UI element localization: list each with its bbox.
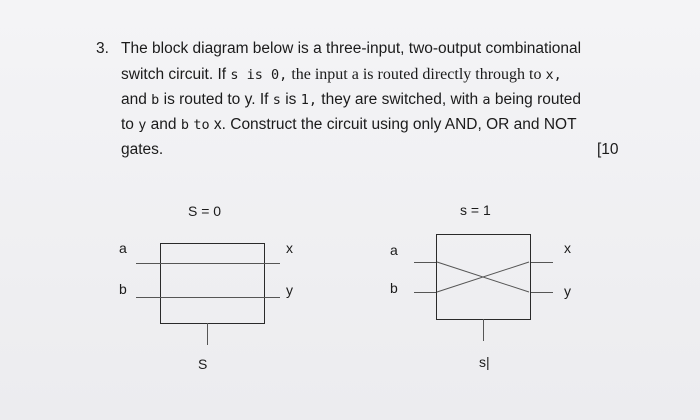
output-y-label: y (286, 282, 293, 298)
question-line-5: gates. (121, 141, 163, 159)
text-segment: switch circuit. If (121, 66, 231, 83)
text-segment: and (146, 116, 181, 133)
wire-a-in (414, 262, 436, 263)
select-label: s| (479, 354, 490, 370)
wire-a (136, 263, 280, 264)
var-s: s (230, 67, 239, 83)
crossed-wire-b-to-x (436, 261, 530, 293)
output-x-label: x (286, 240, 293, 256)
var-x: x, (545, 67, 562, 83)
output-y-label: y (564, 283, 571, 299)
select-label: S (198, 356, 208, 372)
text-segment: is routed to y. If (159, 91, 273, 108)
text-segment: is (238, 67, 272, 83)
question-text: The block diagram below is a three-input… (121, 40, 582, 57)
text-segment: the input a is routed directly through t… (287, 66, 546, 83)
input-a-label: a (390, 242, 398, 258)
text-segment: is (280, 91, 301, 108)
text-segment: gates. (121, 141, 164, 158)
var-b: b (180, 117, 189, 133)
var-a: a (482, 92, 491, 108)
question-line-2: switch circuit. If s is 0, the input a i… (121, 66, 562, 84)
var-y: y (138, 117, 147, 133)
question-line-3: and b is routed to y. If s is 1, they ar… (121, 91, 581, 109)
word-to: to (193, 117, 210, 133)
wire-y-out (531, 292, 553, 293)
input-b-label: b (119, 281, 127, 297)
value-zero: 0, (271, 67, 288, 83)
text-segment: they are switched, with (316, 91, 483, 108)
diagram-title: S = 0 (188, 203, 222, 219)
value-one: 1, (300, 92, 317, 108)
input-b-label: b (390, 280, 398, 296)
output-x-label: x (564, 240, 571, 256)
wire-select (483, 319, 484, 341)
wire-b-in (414, 292, 436, 293)
input-a-label: a (119, 240, 127, 256)
text-segment: x. Construct the circuit using only AND,… (209, 116, 577, 133)
switch-box (160, 243, 265, 324)
question-number: 3. (96, 40, 109, 57)
var-b: b (151, 92, 160, 108)
question-line-1: The block diagram below is a three-input… (121, 40, 581, 58)
text-segment: and (121, 91, 152, 108)
var-s: s (272, 92, 281, 108)
marks-label: [10 (597, 141, 619, 158)
wire-b (136, 297, 280, 298)
wire-select (207, 323, 208, 345)
question-line-4: to y and b to x. Construct the circuit u… (121, 116, 577, 134)
text-segment: being routed (490, 91, 582, 108)
wire-x-out (531, 262, 553, 263)
text-segment: to (121, 116, 139, 133)
diagram-title: s = 1 (460, 202, 491, 218)
